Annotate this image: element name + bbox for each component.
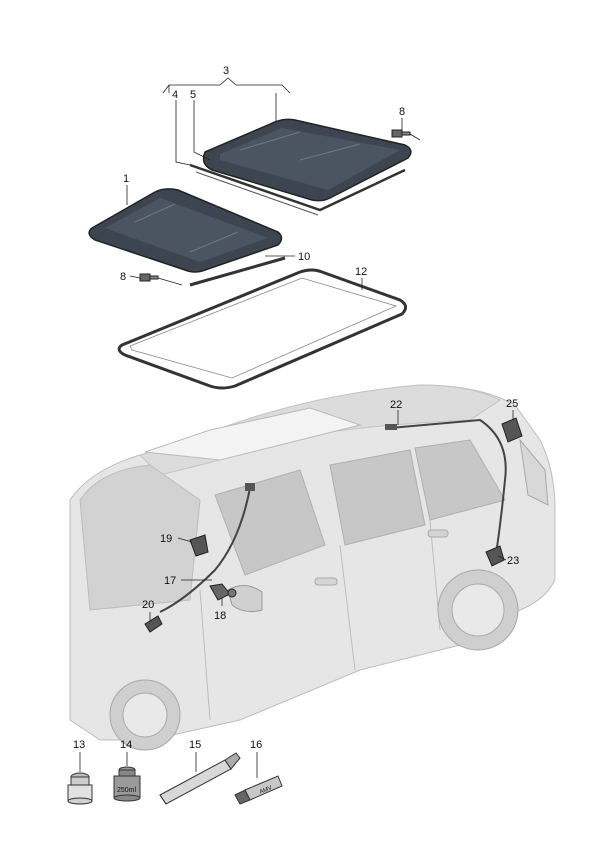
front-glass-panel [88, 188, 283, 273]
rear-glass-panel [189, 118, 412, 216]
callout-18: 18 [214, 610, 226, 622]
callout-16: 16 [250, 739, 262, 751]
callout-10: 10 [298, 251, 310, 263]
callout-22: 22 [390, 399, 402, 411]
bolt-lower [139, 273, 159, 282]
callout-23: 23 [507, 555, 519, 567]
frame-seal [117, 268, 407, 390]
part-14-container: 250ml [113, 766, 141, 802]
part-16-tube: AMV [234, 775, 283, 805]
callout-5: 5 [190, 89, 196, 101]
leader-lines [126, 77, 514, 622]
tube-label: AMV [259, 785, 273, 795]
callout-25: 25 [506, 398, 518, 410]
callout-8-lower: 8 [120, 271, 126, 283]
callout-12: 12 [355, 266, 367, 278]
container-label: 250ml [117, 787, 137, 794]
callout-14: 14 [120, 739, 132, 751]
callout-4: 4 [172, 89, 178, 101]
car-body [69, 384, 556, 751]
bolt-upper [391, 129, 411, 138]
callout-20: 20 [142, 599, 154, 611]
callout-19: 19 [160, 533, 172, 545]
seal-strip [189, 256, 286, 287]
callout-13: 13 [73, 739, 85, 751]
part-15-cartridge [159, 752, 241, 805]
callout-3: 3 [223, 65, 229, 77]
callout-17: 17 [164, 575, 176, 587]
callout-15: 15 [189, 739, 201, 751]
callout-1: 1 [123, 173, 129, 185]
callouts: 3 4 5 8 1 10 12 8 22 25 19 23 17 18 20 1… [73, 65, 519, 751]
callout-8-upper: 8 [399, 106, 405, 118]
drain-hoses [144, 417, 523, 633]
accessory-leaders [79, 752, 258, 778]
part-13-cleaner-jar [67, 772, 93, 805]
